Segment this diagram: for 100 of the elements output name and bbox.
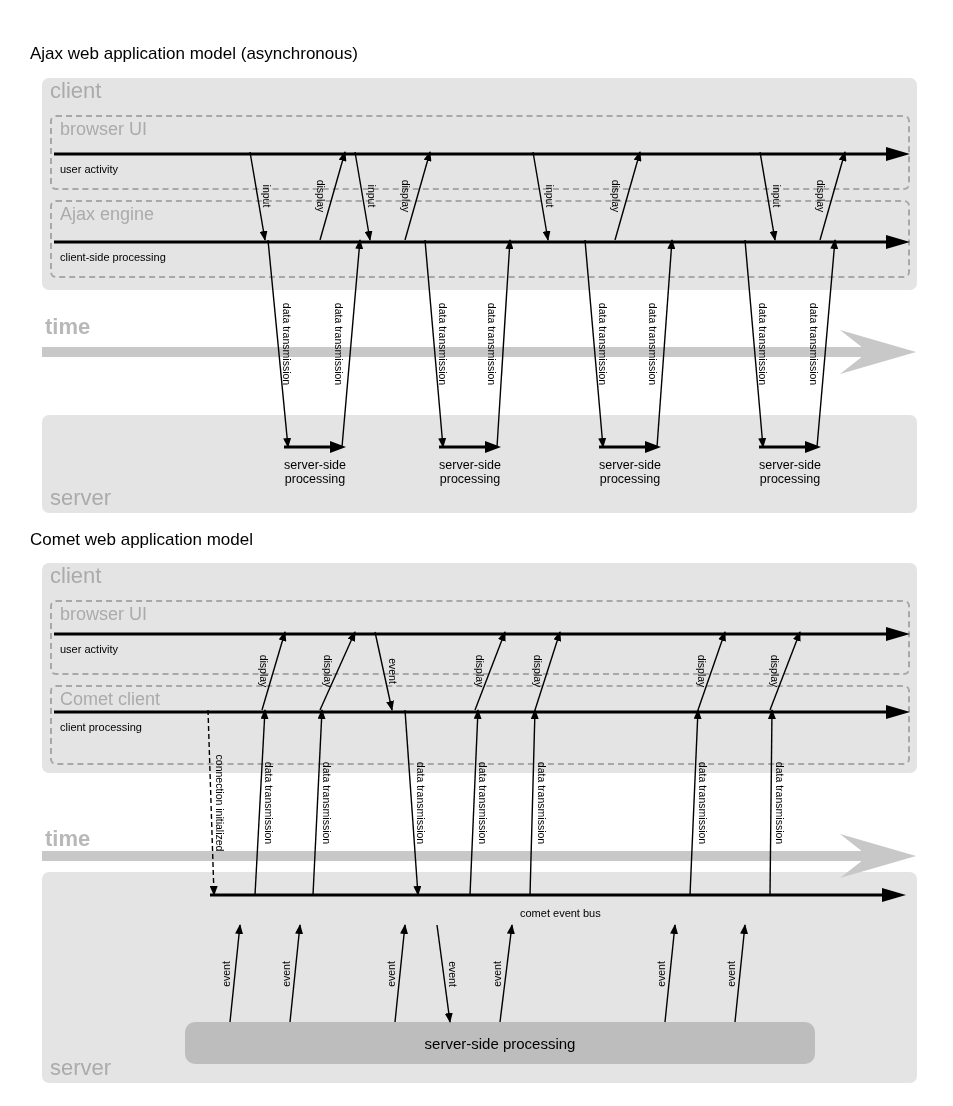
- arrow: [404, 151, 432, 241]
- swimlane-band: [42, 415, 917, 513]
- edge-label: data transmission: [437, 302, 449, 385]
- edge-label: data transmission: [333, 302, 345, 385]
- arrow: [424, 239, 447, 448]
- lane-label: user activity: [60, 643, 119, 655]
- arrow: [249, 151, 268, 241]
- edge-label: data transmission: [646, 302, 659, 385]
- edge-label: display: [257, 654, 270, 688]
- bus-label: comet event bus: [520, 907, 601, 919]
- edge-label: display: [321, 654, 334, 688]
- arrow: [819, 151, 847, 241]
- arrow: [767, 709, 776, 896]
- step-label: server-side processing: [598, 458, 662, 486]
- arrow: [769, 631, 801, 711]
- lane-label: client-side processing: [60, 251, 166, 263]
- band-title: client: [50, 78, 102, 104]
- edge-label: display: [474, 654, 486, 688]
- swimlane-band: [42, 78, 917, 290]
- arrow: [254, 709, 269, 896]
- band-title: client: [50, 563, 102, 589]
- arrow: [289, 924, 304, 1023]
- arrow: [656, 239, 676, 448]
- edge-label: event: [655, 960, 667, 987]
- lane-title: browser UI: [60, 119, 148, 140]
- diagram-heading: Comet web application model: [30, 530, 253, 550]
- edge-label: display: [769, 654, 781, 688]
- edge-label: data transmission: [535, 761, 548, 844]
- arrow: [319, 151, 347, 241]
- arrow: [354, 151, 373, 241]
- edge-label: event: [220, 960, 232, 987]
- edge-label: input: [260, 184, 273, 208]
- arrow: [404, 709, 422, 896]
- edge-label: data transmission: [697, 761, 709, 844]
- lane-label: user activity: [60, 163, 119, 175]
- time-label: time: [45, 314, 91, 340]
- diagram-heading: Ajax web application model (asynchronous): [30, 44, 358, 64]
- arrow: [436, 924, 453, 1023]
- edge-label: event: [491, 960, 503, 987]
- edge-label: data transmission: [597, 302, 609, 385]
- arrow: [744, 239, 767, 448]
- edge-label: event: [386, 658, 399, 684]
- edge-label: data transmission: [477, 761, 489, 844]
- arrow: [614, 151, 642, 241]
- arrow: [394, 924, 409, 1023]
- lane-title: Ajax engine: [60, 204, 155, 225]
- arrow: [532, 151, 551, 241]
- edge-label: data transmission: [263, 761, 275, 844]
- arrow: [816, 239, 839, 448]
- arrow: [529, 709, 539, 896]
- edge-label: display: [695, 654, 708, 688]
- arrow: [267, 239, 292, 448]
- arrow: [229, 924, 244, 1023]
- lane-title: browser UI: [60, 604, 148, 625]
- arrow: [534, 631, 562, 711]
- arrow: [664, 924, 679, 1023]
- arrow: [499, 924, 515, 1023]
- edge-label: input: [365, 184, 378, 208]
- edge-label: input: [770, 184, 783, 208]
- arrow: [341, 239, 364, 448]
- edge-label: connection initialized: [214, 754, 226, 851]
- process-label: server-side processing: [424, 1034, 576, 1052]
- arrow: [261, 631, 287, 711]
- step-label: server-side processing: [283, 458, 347, 486]
- edge-label: event: [446, 960, 459, 987]
- edge-label: display: [399, 179, 412, 213]
- edge-label: data transmission: [320, 761, 333, 844]
- edge-label: display: [531, 654, 544, 688]
- step-label: server-side processing: [758, 458, 822, 486]
- arrow: [312, 709, 326, 896]
- edge-label: event: [725, 960, 737, 987]
- arrow: [734, 924, 749, 1023]
- lane-title: Comet client: [60, 689, 161, 710]
- arrow: [689, 709, 702, 896]
- arrow: [697, 631, 726, 711]
- edge-label: event: [385, 960, 397, 987]
- edge-label: data transmission: [757, 302, 769, 385]
- band-title: server: [50, 485, 112, 511]
- edge-label: data transmission: [414, 761, 427, 844]
- edge-label: display: [814, 179, 827, 213]
- time-label: time: [45, 826, 91, 852]
- edge-label: display: [609, 179, 622, 213]
- arrow: [474, 631, 506, 711]
- arrow: [584, 239, 607, 448]
- edge-label: data transmission: [485, 302, 498, 385]
- dashed-arrow: [207, 709, 218, 896]
- band-title: server: [50, 1055, 112, 1081]
- step-label: server-side processing: [438, 458, 502, 486]
- edge-label: display: [314, 179, 327, 213]
- arrow: [374, 631, 394, 711]
- edge-label: data transmission: [281, 302, 293, 385]
- arrow: [759, 151, 778, 241]
- edge-label: event: [280, 960, 292, 987]
- process-box: [185, 1022, 815, 1064]
- arrow: [469, 709, 482, 896]
- arrow: [319, 631, 356, 711]
- lane-label: client processing: [60, 721, 142, 733]
- edge-label: data transmission: [808, 302, 820, 385]
- arrow: [496, 239, 514, 448]
- edge-label: input: [543, 184, 556, 208]
